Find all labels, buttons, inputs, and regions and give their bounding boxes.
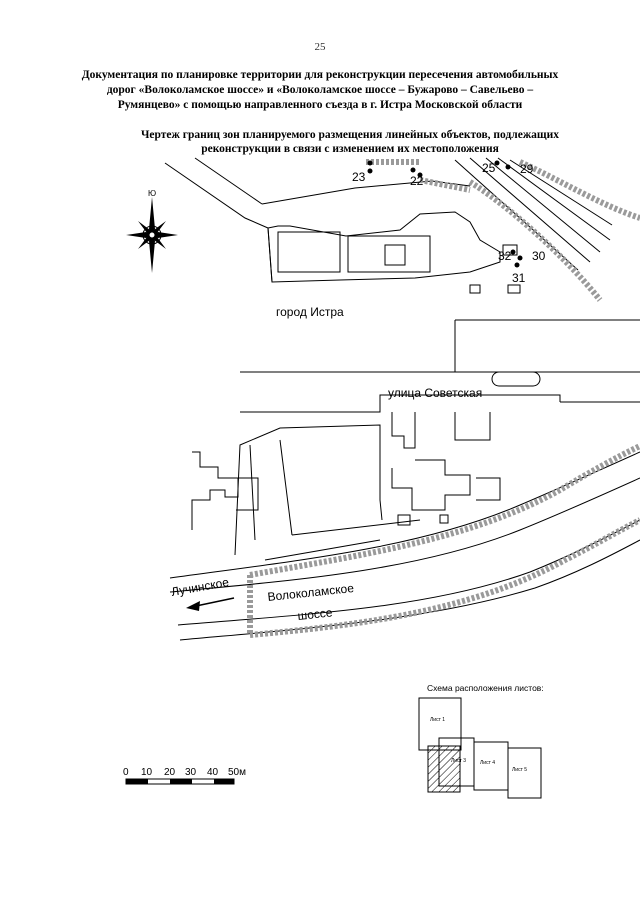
document-title-line: Румянцево» с помощью направленного съезд… bbox=[117, 99, 523, 111]
boundary-points bbox=[367, 160, 523, 268]
zone-boundary bbox=[247, 159, 640, 638]
point-marker bbox=[494, 160, 500, 166]
document-title-line: дорог «Волоколамское шоссе» и «Волоколам… bbox=[106, 84, 534, 96]
scale-tick-label: 20 bbox=[164, 767, 176, 778]
upper-roads bbox=[164, 157, 613, 283]
direction-label: Лучинское bbox=[170, 575, 230, 599]
sheet-label: Лист 1 bbox=[430, 717, 445, 723]
building-block-upper bbox=[267, 211, 521, 294]
street-sovetskaya bbox=[240, 319, 640, 413]
sheet-label: Лист 4 bbox=[480, 760, 495, 766]
highway-label: Волоколамское bbox=[267, 581, 355, 604]
scale-tick-label: 10 bbox=[141, 767, 153, 778]
page-number: 25 bbox=[314, 41, 326, 53]
scale-tick-label: 30 bbox=[185, 767, 197, 778]
drawing-title: Чертеж границ зон планируемого размещени… bbox=[110, 128, 590, 156]
scale-bar: 0 10 20 30 40 50м bbox=[123, 767, 246, 785]
point-labels: 23 22 25 29 32 30 31 bbox=[352, 161, 546, 285]
point-marker bbox=[517, 255, 523, 261]
point-label: 22 bbox=[410, 174, 424, 188]
point-label: 32 bbox=[498, 249, 512, 263]
drawing-title-line: реконструкции в связи с изменением их ме… bbox=[201, 143, 499, 155]
scale-tick-label: 0 bbox=[123, 767, 129, 778]
scale-tick-label: 40 bbox=[207, 767, 219, 778]
point-marker bbox=[417, 172, 423, 178]
highway-label: шоссе bbox=[297, 605, 334, 623]
street-label: улица Советская bbox=[388, 386, 482, 400]
compass-rose-icon bbox=[126, 197, 178, 273]
drawing-title-line: Чертеж границ зон планируемого размещени… bbox=[140, 129, 560, 141]
point-marker bbox=[505, 164, 511, 170]
sheet-label: Лист 5 bbox=[512, 767, 527, 773]
sheet-scheme: Схема расположения листов: Лист 1 Лист 3… bbox=[418, 683, 544, 799]
direction-arrow-icon bbox=[186, 597, 235, 611]
volokolamskoe-highway bbox=[169, 451, 640, 641]
scale-tick-label: 50м bbox=[228, 767, 246, 778]
point-label: 30 bbox=[532, 249, 546, 263]
point-marker bbox=[514, 262, 520, 268]
document-title: Документация по планировке территории дл… bbox=[60, 68, 580, 113]
north-label: Ю bbox=[148, 189, 156, 198]
point-label: 23 bbox=[352, 170, 366, 184]
lower-blocks bbox=[191, 412, 501, 556]
point-label: 29 bbox=[520, 162, 534, 176]
sheet-scheme-title: Схема расположения листов: bbox=[427, 683, 544, 693]
document-title-line: Документация по планировке территории дл… bbox=[81, 69, 559, 81]
point-marker bbox=[410, 167, 416, 173]
point-marker bbox=[510, 249, 516, 255]
point-marker bbox=[367, 168, 373, 174]
city-label: город Истра bbox=[276, 305, 344, 319]
point-label: 31 bbox=[512, 271, 526, 285]
point-marker bbox=[367, 160, 373, 166]
sheet-label: Лист 3 bbox=[451, 758, 466, 764]
point-label: 25 bbox=[482, 161, 496, 175]
